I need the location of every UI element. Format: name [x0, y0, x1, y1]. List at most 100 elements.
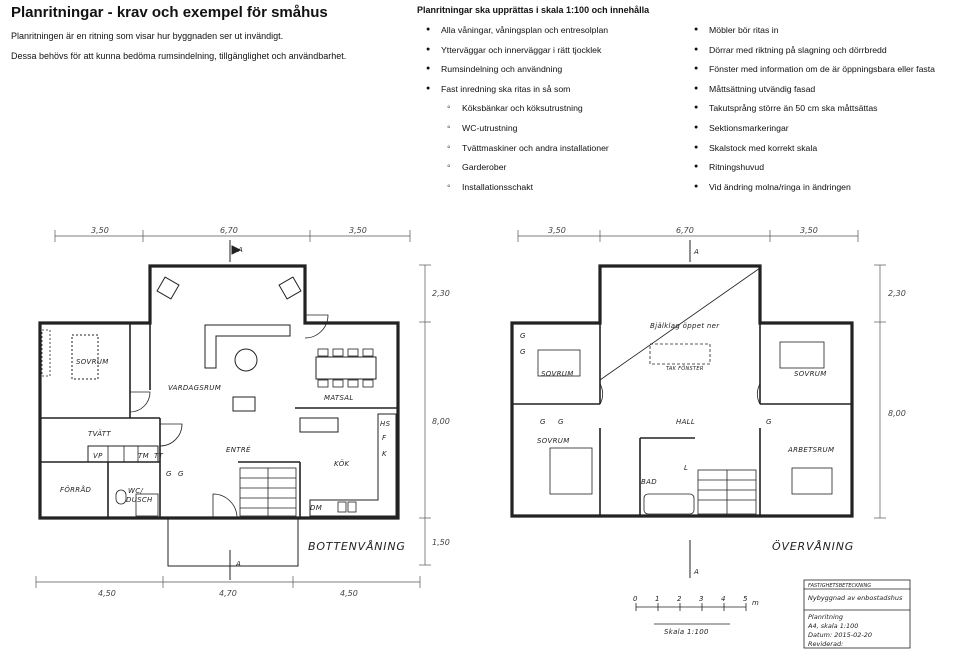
upper-symbol-g-3: G — [540, 418, 546, 426]
requirement-item: Fönster med information om de är öppning… — [694, 63, 935, 83]
upper-symbol-g-4: G — [558, 418, 564, 426]
ground-floor-name: BOTTENVÅNING — [308, 540, 406, 553]
ground-section-mark-top: A — [237, 246, 243, 254]
requirement-item: Fast inredning ska ritas in så som — [426, 83, 609, 103]
fireplace — [232, 396, 256, 412]
room-label-forrad: FÖRRÅD — [60, 485, 92, 494]
ground-dim-top-3: 3,50 — [349, 226, 367, 235]
ground-dim-bottom — [35, 576, 421, 588]
ground-dim-top-2: 6,70 — [220, 226, 238, 235]
ground-outer-walls — [38, 264, 400, 520]
desk — [791, 467, 833, 495]
symbol-tm: TM — [138, 452, 149, 460]
symbol-hs: HS — [380, 420, 391, 428]
intro-text-1: Planritningen är en ritning som visar hu… — [11, 31, 284, 41]
ground-wardrobe — [41, 329, 51, 377]
requirements-title: Planritningar ska upprättas i skala 1:10… — [417, 5, 650, 15]
ground-dim-right-3: 1,50 — [432, 538, 450, 547]
room-label-entre: ENTRÉ — [226, 445, 251, 454]
upper-dim-right-2: 8,00 — [888, 409, 906, 418]
upper-bed-2 — [549, 447, 593, 495]
title-block-header: FASTIGHETSBETECKNING — [808, 583, 871, 589]
title-block-line-4: Datum: 2015-02-20 — [808, 631, 872, 639]
ground-section-mark-bottom: A — [235, 560, 241, 568]
symbol-g-2: G — [178, 470, 184, 478]
ground-dim-right — [419, 264, 431, 566]
title-block-line-3: A4, skala 1:100 — [807, 622, 858, 630]
requirement-item: Takutsprång större än 50 cm ska måttsätt… — [694, 102, 935, 122]
upper-room-label-arbetsrum: ARBETSRUM — [787, 446, 834, 454]
symbol-g-1: G — [166, 470, 172, 478]
scale-bar — [635, 603, 747, 625]
room-label-vardagsrum: VARDAGSRUM — [168, 384, 221, 392]
ground-inner-walls — [40, 323, 398, 518]
symbol-k: K — [382, 450, 388, 458]
symbol-vp: VP — [93, 452, 103, 460]
requirement-subitem: Garderober — [426, 161, 609, 181]
roof-window — [649, 343, 711, 365]
upper-symbol-g-2: G — [520, 348, 526, 356]
upper-section-mark-top: A — [693, 248, 699, 256]
terrace-door — [304, 314, 329, 339]
room-label-sovrum: SOVRUM — [76, 358, 109, 366]
ground-dim-bottom-2: 4,70 — [219, 589, 237, 598]
upper-room-label-sovrum-3: SOVRUM — [794, 370, 827, 378]
upper-bed-3 — [779, 341, 825, 369]
upper-floor-plan — [510, 230, 886, 578]
requirement-subitem: WC-utrustning — [426, 122, 609, 142]
kitchen-counter — [309, 413, 397, 517]
upper-bed-1 — [537, 349, 581, 377]
requirement-subitem: Installationsschakt — [426, 181, 609, 201]
ground-porch — [167, 517, 299, 567]
requirement-item: Måttsättning utvändig fasad — [694, 83, 935, 103]
armchair-1 — [156, 276, 180, 300]
ground-bed — [71, 334, 99, 380]
upper-room-label-sovrum-1: SOVRUM — [541, 370, 574, 378]
page-title: Planritningar - krav och exempel för små… — [11, 4, 328, 21]
armchair-2 — [278, 276, 302, 300]
scale-bar-text: 0 1 2 3 4 5 m Skala 1:100 — [633, 595, 759, 636]
intro-text-2: Dessa behövs för att kunna bedöma rumsin… — [11, 51, 347, 61]
scale-unit: m — [752, 599, 759, 607]
requirement-item: Ritningshuvud — [694, 161, 935, 181]
upper-outer-walls — [510, 264, 854, 518]
ground-section-line — [229, 240, 242, 580]
upper-floor-text: 3,50 6,70 3,50 2,30 8,00 A A SOVRUM SOVR… — [520, 226, 906, 576]
upper-symbol-g-1: G — [520, 332, 526, 340]
requirement-subitem: Köksbänkar och köksutrustning — [426, 102, 609, 122]
ground-dim-right-1: 2,30 — [432, 289, 450, 298]
title-block-line-2: Planritning — [808, 613, 843, 621]
upper-dim-top — [517, 230, 859, 242]
bedroom-door — [129, 391, 151, 413]
ground-dim-bottom-3: 4,50 — [340, 589, 358, 598]
requirement-subitem: Tvättmaskiner och andra installationer — [426, 142, 609, 162]
open-void-diagonal — [599, 267, 761, 381]
upper-label-takfonster: TAK FÖNSTER — [666, 365, 704, 372]
room-label-kok: KÖK — [334, 459, 351, 468]
requirements-list-left: Alla våningar, våningsplan och entresolp… — [426, 24, 609, 200]
requirements-list-right: Möbler bör ritas inDörrar med riktning p… — [694, 24, 935, 200]
upper-dim-right — [874, 264, 886, 519]
sideboard — [299, 417, 339, 433]
requirement-item: Rumsindelning och användning — [426, 63, 609, 83]
upper-inner-walls — [512, 323, 852, 516]
upper-symbol-g-5: G — [766, 418, 772, 426]
upper-dim-top-2: 6,70 — [676, 226, 694, 235]
dining-table — [315, 356, 377, 380]
ground-floor-text: 3,50 6,70 3,50 4,50 4,70 4,50 2,30 8,00 … — [60, 226, 450, 598]
laundry-door — [159, 423, 183, 447]
upper-room-label-bad: BAD — [641, 478, 657, 486]
scale-tick-1: 1 — [655, 595, 660, 603]
scale-tick-2: 2 — [677, 595, 682, 603]
scale-tick-4: 4 — [721, 595, 726, 603]
upper-door-1 — [599, 383, 604, 405]
sink — [337, 501, 357, 513]
room-label-matsal: MATSAL — [324, 394, 354, 402]
bathtub — [643, 493, 695, 515]
upper-door-2 — [756, 383, 761, 405]
upper-room-label-hall: HALL — [676, 418, 695, 426]
ground-dim-right-2: 8,00 — [432, 417, 450, 426]
coffee-table — [234, 348, 258, 372]
requirement-item: Dörrar med riktning på slagning och dörr… — [694, 44, 935, 64]
upper-room-label-sovrum-2: SOVRUM — [537, 437, 570, 445]
